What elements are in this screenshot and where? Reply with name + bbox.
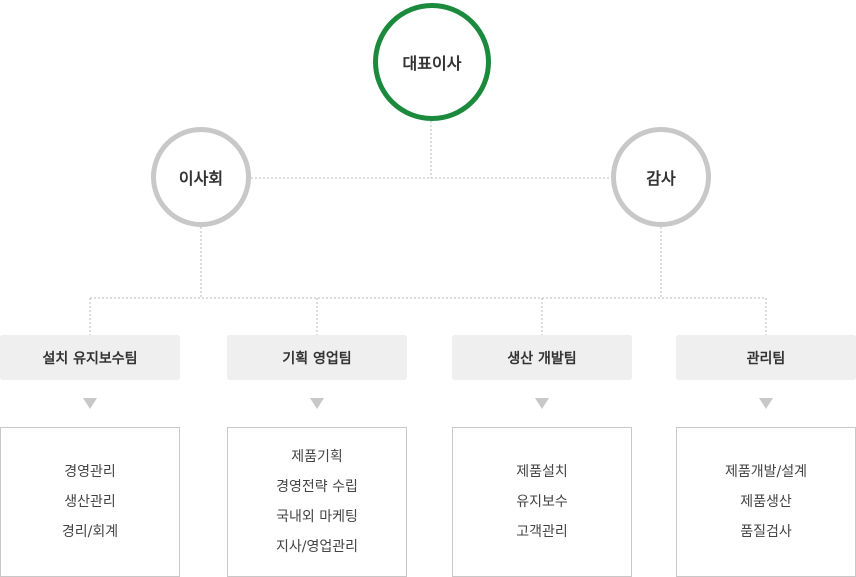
ceo-node: 대표이사 [373, 3, 491, 121]
duty-item: 생산관리 [64, 494, 116, 510]
duty-item: 제품생산 [740, 494, 792, 510]
team-planning-sales: 기획 영업팀 [227, 335, 407, 380]
duty-item: 경리/회계 [61, 524, 119, 540]
team-label: 관리팀 [746, 350, 786, 367]
down-arrow-icon [759, 398, 773, 409]
board-node: 이사회 [151, 127, 251, 227]
team-production-development: 생산 개발팀 [452, 335, 632, 380]
duty-item: 경영관리 [64, 464, 116, 480]
board-label: 이사회 [178, 169, 224, 188]
audit-node: 감사 [611, 127, 711, 227]
duty-item: 유지보수 [516, 494, 568, 510]
duty-item: 제품개발/설계 [725, 464, 807, 480]
team-duties-box: 경영관리 생산관리 경리/회계 [0, 427, 180, 577]
audit-label: 감사 [646, 169, 676, 188]
team-duties-box: 제품설치 유지보수 고객관리 [452, 427, 632, 577]
ceo-label: 대표이사 [402, 54, 462, 73]
team-duties-box: 제품기획 경영전략 수립 국내외 마케팅 지사/영업관리 [227, 427, 407, 577]
down-arrow-icon [83, 398, 97, 409]
team-label: 기획 영업팀 [282, 350, 352, 367]
team-duties-box: 제품개발/설계 제품생산 품질검사 [676, 427, 856, 577]
duty-item: 국내외 마케팅 [276, 509, 358, 525]
team-installation-maintenance: 설치 유지보수팀 [0, 335, 180, 380]
duty-item: 품질검사 [740, 524, 792, 540]
duty-item: 제품설치 [516, 464, 568, 480]
duty-item: 경영전략 수립 [276, 479, 358, 495]
team-label: 설치 유지보수팀 [42, 350, 138, 367]
duty-item: 고객관리 [516, 524, 568, 540]
down-arrow-icon [535, 398, 549, 409]
duty-item: 지사/영업관리 [276, 539, 358, 555]
down-arrow-icon [310, 398, 324, 409]
duty-item: 제품기획 [291, 449, 343, 465]
team-management: 관리팀 [676, 335, 856, 380]
team-label: 생산 개발팀 [507, 350, 577, 367]
